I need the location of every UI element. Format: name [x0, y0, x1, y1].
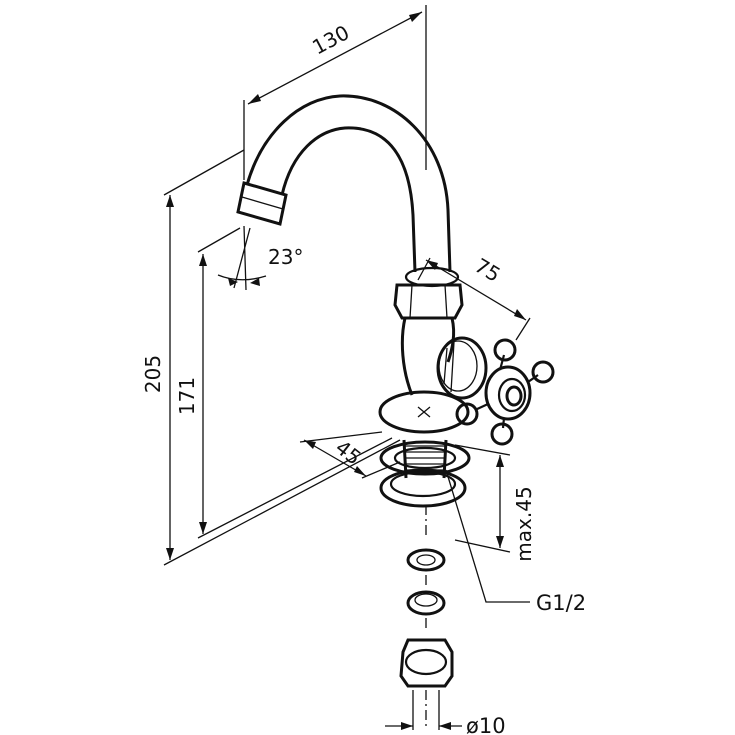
dim-label-total-height: 205 — [141, 355, 165, 393]
dim-label-spout-height: 171 — [175, 377, 199, 415]
dimension-pipe-diameter: ø10 — [385, 714, 506, 735]
dim-label-spout-angle: 23° — [268, 245, 303, 269]
dimension-max45: max.45 — [454, 444, 536, 562]
dim-label-spout-reach: 130 — [308, 20, 353, 59]
faucet-handle — [436, 336, 555, 446]
dim-label-pipe-diameter: ø10 — [466, 714, 506, 735]
callout-thread: G1/2 — [445, 469, 586, 615]
mounting-hardware — [379, 439, 471, 730]
dim-label-base-diameter: 45 — [331, 435, 366, 470]
dim-label-handle-offset: 75 — [471, 253, 505, 287]
callout-label-thread: G1/2 — [536, 591, 586, 615]
faucet-body — [378, 283, 470, 434]
dimension-171: 171 — [175, 227, 393, 539]
dimension-45-base: 45 — [299, 431, 401, 479]
dimension-205: 205 — [141, 149, 401, 566]
dim-label-max-thickness: max.45 — [512, 486, 536, 561]
dimension-75: 75 — [417, 253, 531, 341]
dimension-23deg: 23° — [217, 225, 303, 291]
